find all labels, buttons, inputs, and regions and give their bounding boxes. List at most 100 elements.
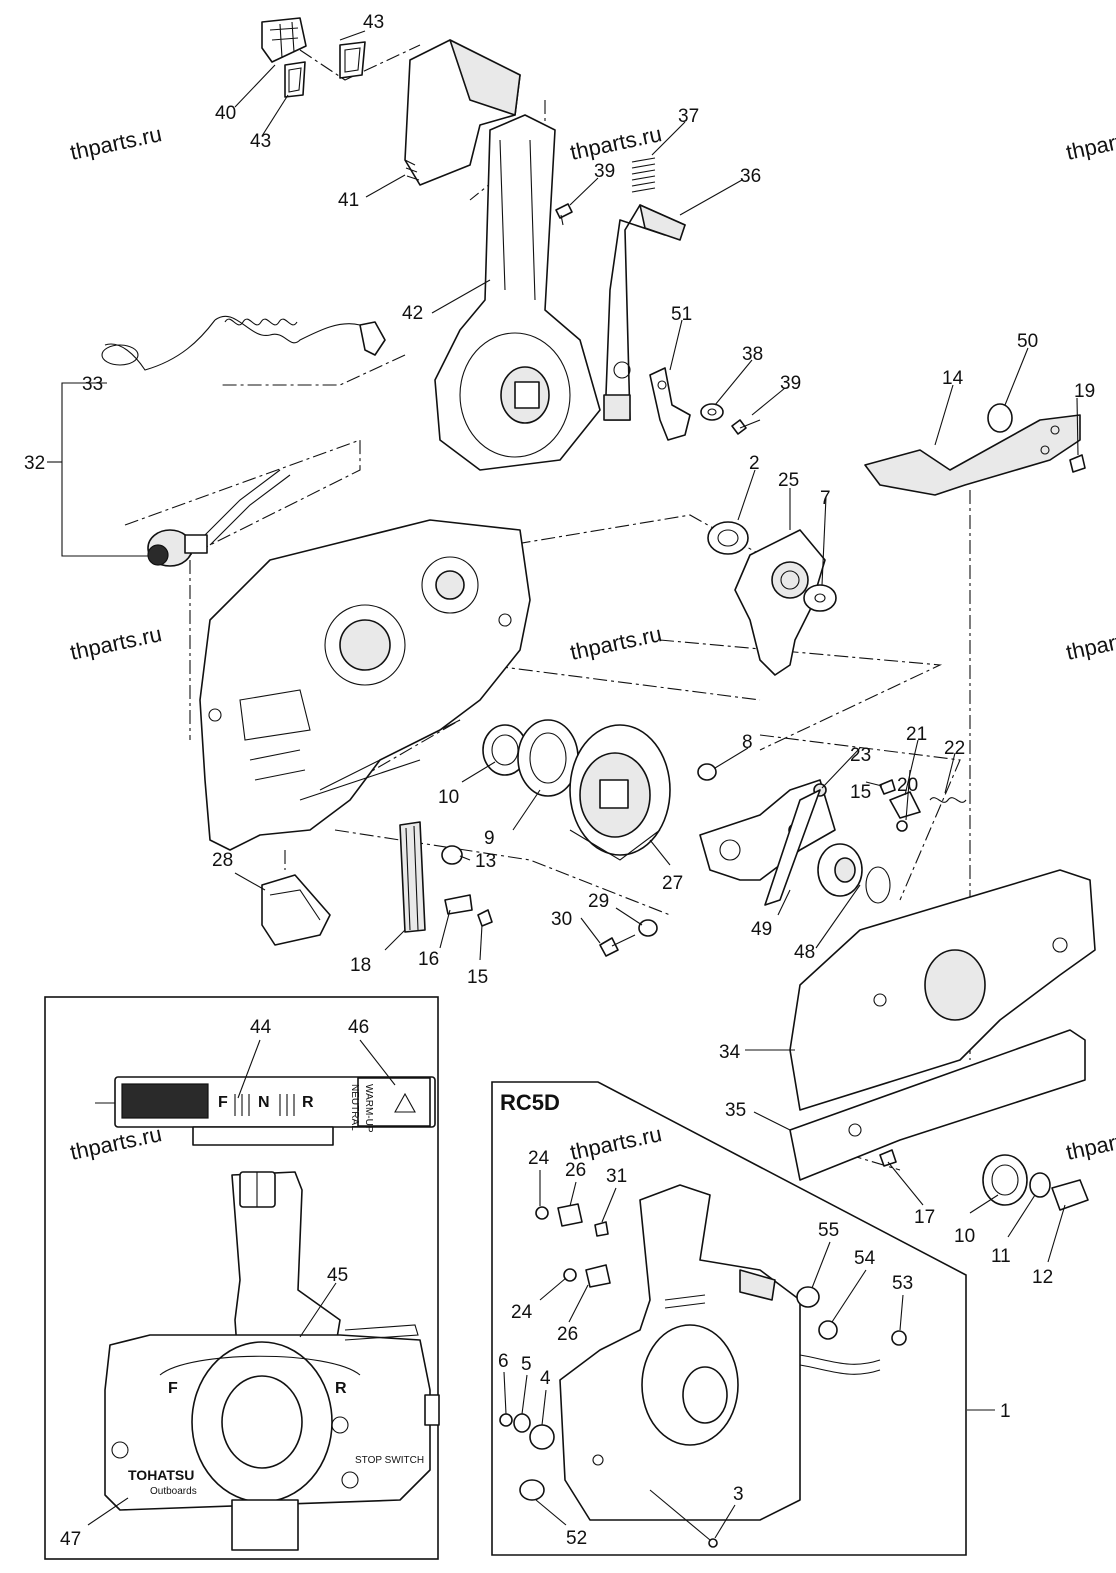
callout-15: 15 [850, 782, 871, 803]
part-11-washer [1029, 1172, 1051, 1198]
callout-14: 14 [942, 368, 964, 389]
callout-23: 23 [850, 745, 871, 766]
watermark: thparts.ru [68, 121, 164, 165]
part-37-spring [631, 157, 656, 193]
part-55-cap [796, 1286, 820, 1308]
part-41-lever-grip [404, 39, 521, 186]
callout-12: 12 [1032, 1267, 1053, 1288]
callout-43: 43 [250, 131, 271, 152]
part-51-plate [649, 367, 691, 441]
part-19-screw [1069, 454, 1086, 473]
warning-triangle-icon [394, 1092, 416, 1113]
part-9-gasket [517, 719, 579, 797]
part-43-pad [339, 41, 366, 79]
callout-24: 24 [528, 1148, 550, 1169]
callout-2: 2 [749, 453, 760, 474]
callout-1: 1 [1000, 1401, 1011, 1422]
decal-warning-line1: NEUTRAL [349, 1084, 360, 1131]
inset-rc5d-frame [491, 1081, 967, 1556]
callout-35: 35 [725, 1100, 746, 1121]
part-10-ring-right [982, 1154, 1028, 1206]
part-44-decal: F N R NEUTRAL WARM-UP [95, 1076, 436, 1146]
part-6-nut [499, 1413, 513, 1427]
part-45-housing-front: F R STOP SWITCH TOHATSU Outboards [104, 1171, 440, 1551]
part-15-screw [879, 779, 896, 795]
callout-24: 24 [511, 1302, 533, 1323]
part-54-grommet [818, 1320, 838, 1340]
callout-27: 27 [662, 873, 683, 894]
callout-48: 48 [794, 942, 815, 963]
housing-brand-sub: Outboards [150, 1486, 197, 1497]
part-32-stop-switch [147, 469, 291, 567]
callout-4: 4 [540, 1368, 551, 1389]
part-35-side-plate [789, 1029, 1086, 1181]
part-17-screw [879, 1149, 897, 1167]
part-39-screw [555, 203, 573, 226]
part-52-cap [519, 1479, 545, 1501]
part-18-rubber-strip [399, 821, 426, 933]
part-5-washer [513, 1413, 531, 1433]
inset-rc5d: RC5D [491, 1081, 967, 1556]
part-33-lanyard [101, 315, 386, 371]
callout-21: 21 [906, 724, 927, 745]
callout-18: 18 [350, 955, 371, 976]
callout-33: 33 [82, 374, 103, 395]
callout-42: 42 [402, 303, 423, 324]
part-4-spacer [529, 1424, 555, 1450]
callout-7: 7 [820, 488, 831, 509]
callout-36: 36 [740, 166, 761, 187]
callout-28: 28 [212, 850, 233, 871]
housing-brand: TOHATSU [128, 1467, 194, 1483]
part-24-nut-lower [563, 1268, 577, 1282]
part-15-screw-lower [477, 909, 493, 927]
part-16-bracket [444, 894, 473, 915]
callout-29: 29 [588, 891, 609, 912]
callout-20: 20 [897, 775, 918, 796]
part-12-bolt [1051, 1179, 1089, 1211]
callout-numbers: 43 40 43 41 37 39 36 42 51 38 39 33 32 5… [24, 12, 1095, 1550]
callout-53: 53 [892, 1273, 913, 1294]
part-3-long-screw [649, 1489, 718, 1548]
part-36-lock-rod [603, 204, 686, 421]
part-1-control-box [559, 1184, 881, 1521]
callout-52: 52 [566, 1528, 587, 1549]
housing-forward: F [168, 1380, 178, 1397]
callout-15: 15 [467, 967, 488, 988]
callout-3: 3 [733, 1484, 744, 1505]
callout-6: 6 [498, 1351, 509, 1372]
inset-title: RC5D [500, 1090, 560, 1115]
watermark: thparts.ru [1064, 121, 1116, 165]
part-25-cam-plate [734, 529, 826, 676]
part-39-screw-right [731, 419, 761, 435]
callout-32: 32 [24, 453, 45, 474]
part-21-clip [889, 791, 921, 819]
callout-37: 37 [678, 106, 699, 127]
part-8-nut [697, 763, 717, 781]
callout-5: 5 [521, 1354, 532, 1375]
callout-9: 9 [484, 828, 495, 849]
part-20-pin [896, 820, 908, 832]
part-40-handle-switch [261, 17, 307, 63]
part-29-nut [638, 919, 658, 937]
part-main-housing [199, 519, 531, 851]
callout-39: 39 [780, 373, 801, 394]
part-43-pad-lower [284, 61, 306, 98]
callout-47: 47 [60, 1529, 81, 1550]
callout-31: 31 [606, 1166, 627, 1187]
callout-19: 19 [1074, 381, 1095, 402]
part-22-spring [929, 797, 967, 803]
callout-16: 16 [418, 949, 439, 970]
part-30-bolt [599, 934, 636, 957]
callout-51: 51 [671, 304, 692, 325]
housing-reverse: R [335, 1380, 347, 1397]
callout-41: 41 [338, 190, 359, 211]
part-42-lever-arm [434, 114, 601, 471]
housing-stop-switch: STOP SWITCH [355, 1455, 424, 1466]
callout-11: 11 [991, 1246, 1011, 1267]
watermark: thparts.ru [68, 621, 164, 665]
part-38-washer [700, 403, 724, 421]
part-26-block-lower [585, 1264, 611, 1288]
callout-43: 43 [363, 12, 384, 33]
part-48-gasket [865, 866, 891, 904]
